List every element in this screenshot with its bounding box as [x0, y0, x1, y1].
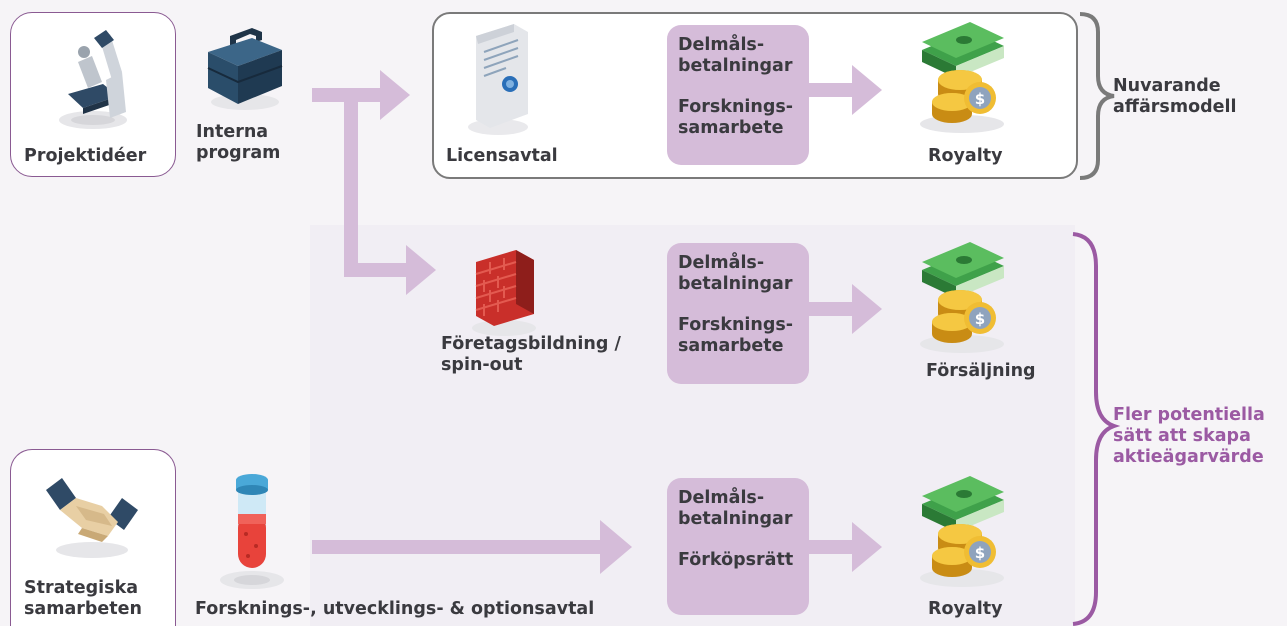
row1-result-label: Royalty: [928, 146, 1003, 166]
arrow-to-forkopsratt: [600, 520, 632, 574]
projektideer-card: [10, 12, 176, 177]
test-tube-icon: [220, 474, 284, 589]
row1-payments-pill: Delmåls- betalningar Forsknings- samarbe…: [667, 25, 809, 165]
svg-text:$: $: [975, 90, 985, 108]
svg-text:$: $: [975, 310, 985, 328]
bracket-current: [1079, 12, 1115, 180]
trunk-vertical: [344, 95, 358, 277]
handshake-icon: [46, 478, 138, 558]
interna-program-label: Interna program: [196, 122, 281, 163]
bracket-potential: [1072, 232, 1121, 626]
arrow-to-royalty-3: [852, 522, 882, 572]
row2-payments-pill: Delmåls- betalningar Forsknings- samarbe…: [667, 243, 809, 384]
arrow-to-royalty-1: [852, 65, 882, 115]
microscope-icon: [59, 30, 127, 129]
row2-result-label: Försäljning: [926, 361, 1036, 381]
briefcase-icon: [207, 28, 283, 110]
money-stack-icon: $: [920, 476, 1004, 587]
bottom-arrow-shaft: [312, 540, 604, 554]
row3-result-label: Royalty: [928, 599, 1003, 619]
money-stack-icon: $: [920, 242, 1004, 353]
arrow-to-forsaljning: [852, 284, 882, 334]
svg-text:$: $: [975, 544, 985, 562]
licensavtal-label: Licensavtal: [446, 146, 558, 166]
arrow-to-licens: [380, 70, 410, 120]
current-model-label: Nuvarande affärsmodell: [1113, 76, 1237, 117]
potential-value-label: Fler potentiella sätt att skapa aktieäga…: [1113, 405, 1265, 467]
arrow-to-bildning: [406, 245, 436, 295]
money-stack-icon: $: [920, 22, 1004, 133]
brick-wall-icon: [472, 250, 536, 336]
document-icon: [468, 24, 528, 135]
strategiska-label: Strategiska samarbeten: [24, 578, 142, 619]
foretagsbildning-label: Företagsbildning / spin-out: [441, 334, 621, 375]
row3-payments-pill: Delmåls- betalningar Förköpsrätt: [667, 478, 809, 615]
projektideer-label: Projektidéer: [24, 146, 147, 166]
branch-to-bildning: [344, 263, 410, 277]
forskningsavtal-label: Forsknings-, utvecklings- & optionsavtal: [195, 599, 595, 619]
